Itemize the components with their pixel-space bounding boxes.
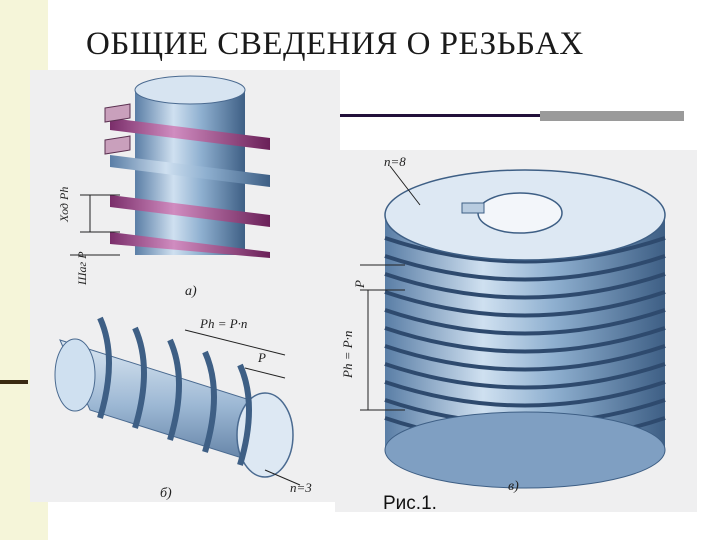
slide-title: ОБЩИЕ СВЕДЕНИЯ О РЕЗЬБАХ [86,26,584,62]
figure-a-lead-label: Ход Ph [57,187,71,223]
title-rule-gray [540,111,684,121]
figure-c-lead-label: Ph = P·n [340,331,355,379]
figure-b-label: б) [160,486,172,501]
figure-b-pitch-label: P [257,350,266,365]
figure-b-lead-label: Ph = P·n [199,316,247,331]
figure-b-starts-label: n=3 [290,480,312,495]
figure-c-starts-label: n=8 [384,154,406,169]
figure-b-worm [54,316,301,486]
figure-caption: Рис.1. [383,493,437,514]
figure-c-pitch-label: P [352,280,367,289]
left-accent-line [0,380,28,384]
figure-c-nut [360,165,666,489]
figure-a-screw [70,75,270,258]
figure-a-label: а) [185,284,197,299]
title-rule-dark [340,114,540,117]
figure-a-pitch-label: Шаг P [75,251,89,286]
figure-c-label: в) [508,479,519,494]
